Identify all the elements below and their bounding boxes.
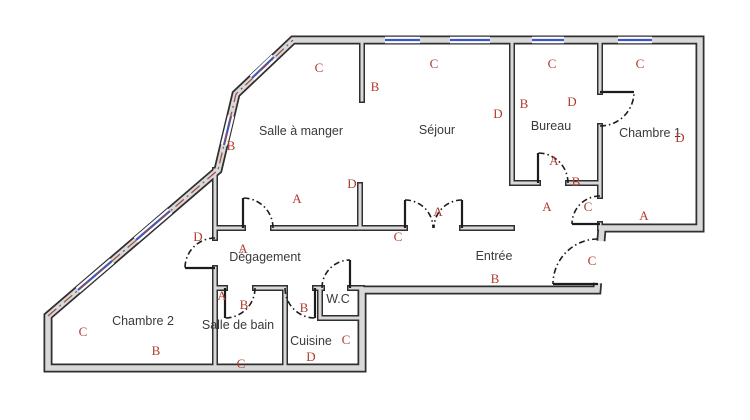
room-label: Bureau xyxy=(531,119,571,133)
interior-wall-fill xyxy=(213,38,602,370)
letter-annotation: A xyxy=(549,153,559,168)
letter-annotation: C xyxy=(548,56,557,71)
letter-annotation: C xyxy=(237,356,246,371)
letter-annotation: D xyxy=(493,106,502,121)
letter-annotation: B xyxy=(572,174,581,189)
letter-annotation: B xyxy=(300,300,309,315)
letter-annotation: B xyxy=(152,343,161,358)
room-label: Entrée xyxy=(476,249,513,263)
letter-annotation: B xyxy=(491,271,500,286)
door-leaves xyxy=(185,90,634,318)
letter-annotation: B xyxy=(227,138,236,153)
room-label: Séjour xyxy=(419,123,455,137)
entry-door-opening xyxy=(591,240,607,284)
letter-annotation: C xyxy=(584,199,593,214)
letter-annotation: D xyxy=(193,229,202,244)
letter-annotation: B xyxy=(240,297,249,312)
letter-annotation: C xyxy=(315,60,324,75)
letter-annotation: A xyxy=(639,208,649,223)
window-glass-lines xyxy=(77,38,652,291)
letter-annotation: C xyxy=(79,324,88,339)
letter-annotation: A xyxy=(433,204,443,219)
letter-annotation: B xyxy=(371,79,380,94)
letter-annotation: D xyxy=(347,176,356,191)
room-label: Salle de bain xyxy=(202,318,274,332)
letter-annotation: B xyxy=(520,96,529,111)
letter-annotation: C xyxy=(430,56,439,71)
letter-annotation: A xyxy=(217,288,227,303)
letter-annotation: A xyxy=(238,241,248,256)
room-label: W.C xyxy=(326,292,350,306)
reference-dashdot-line xyxy=(47,39,294,317)
room-label: Salle à manger xyxy=(259,124,343,138)
letter-annotation: D xyxy=(675,130,684,145)
door-swing-arcs xyxy=(184,91,635,319)
room-label: Cuisine xyxy=(290,334,332,348)
door-arcs xyxy=(184,90,635,319)
letter-annotation: C xyxy=(588,253,597,268)
letter-annotation: C xyxy=(342,332,351,347)
letter-annotation: C xyxy=(636,56,645,71)
room-label: Chambre 2 xyxy=(112,314,174,328)
room-label: Dégagement xyxy=(229,250,301,264)
letter-annotation: C xyxy=(394,229,403,244)
letter-annotation: D xyxy=(306,349,315,364)
letter-annotation: D xyxy=(567,94,576,109)
room-label: Chambre 1 xyxy=(619,126,681,140)
windows xyxy=(75,36,652,293)
letter-annotation: A xyxy=(292,191,302,206)
letter-annotation: A xyxy=(542,199,552,214)
